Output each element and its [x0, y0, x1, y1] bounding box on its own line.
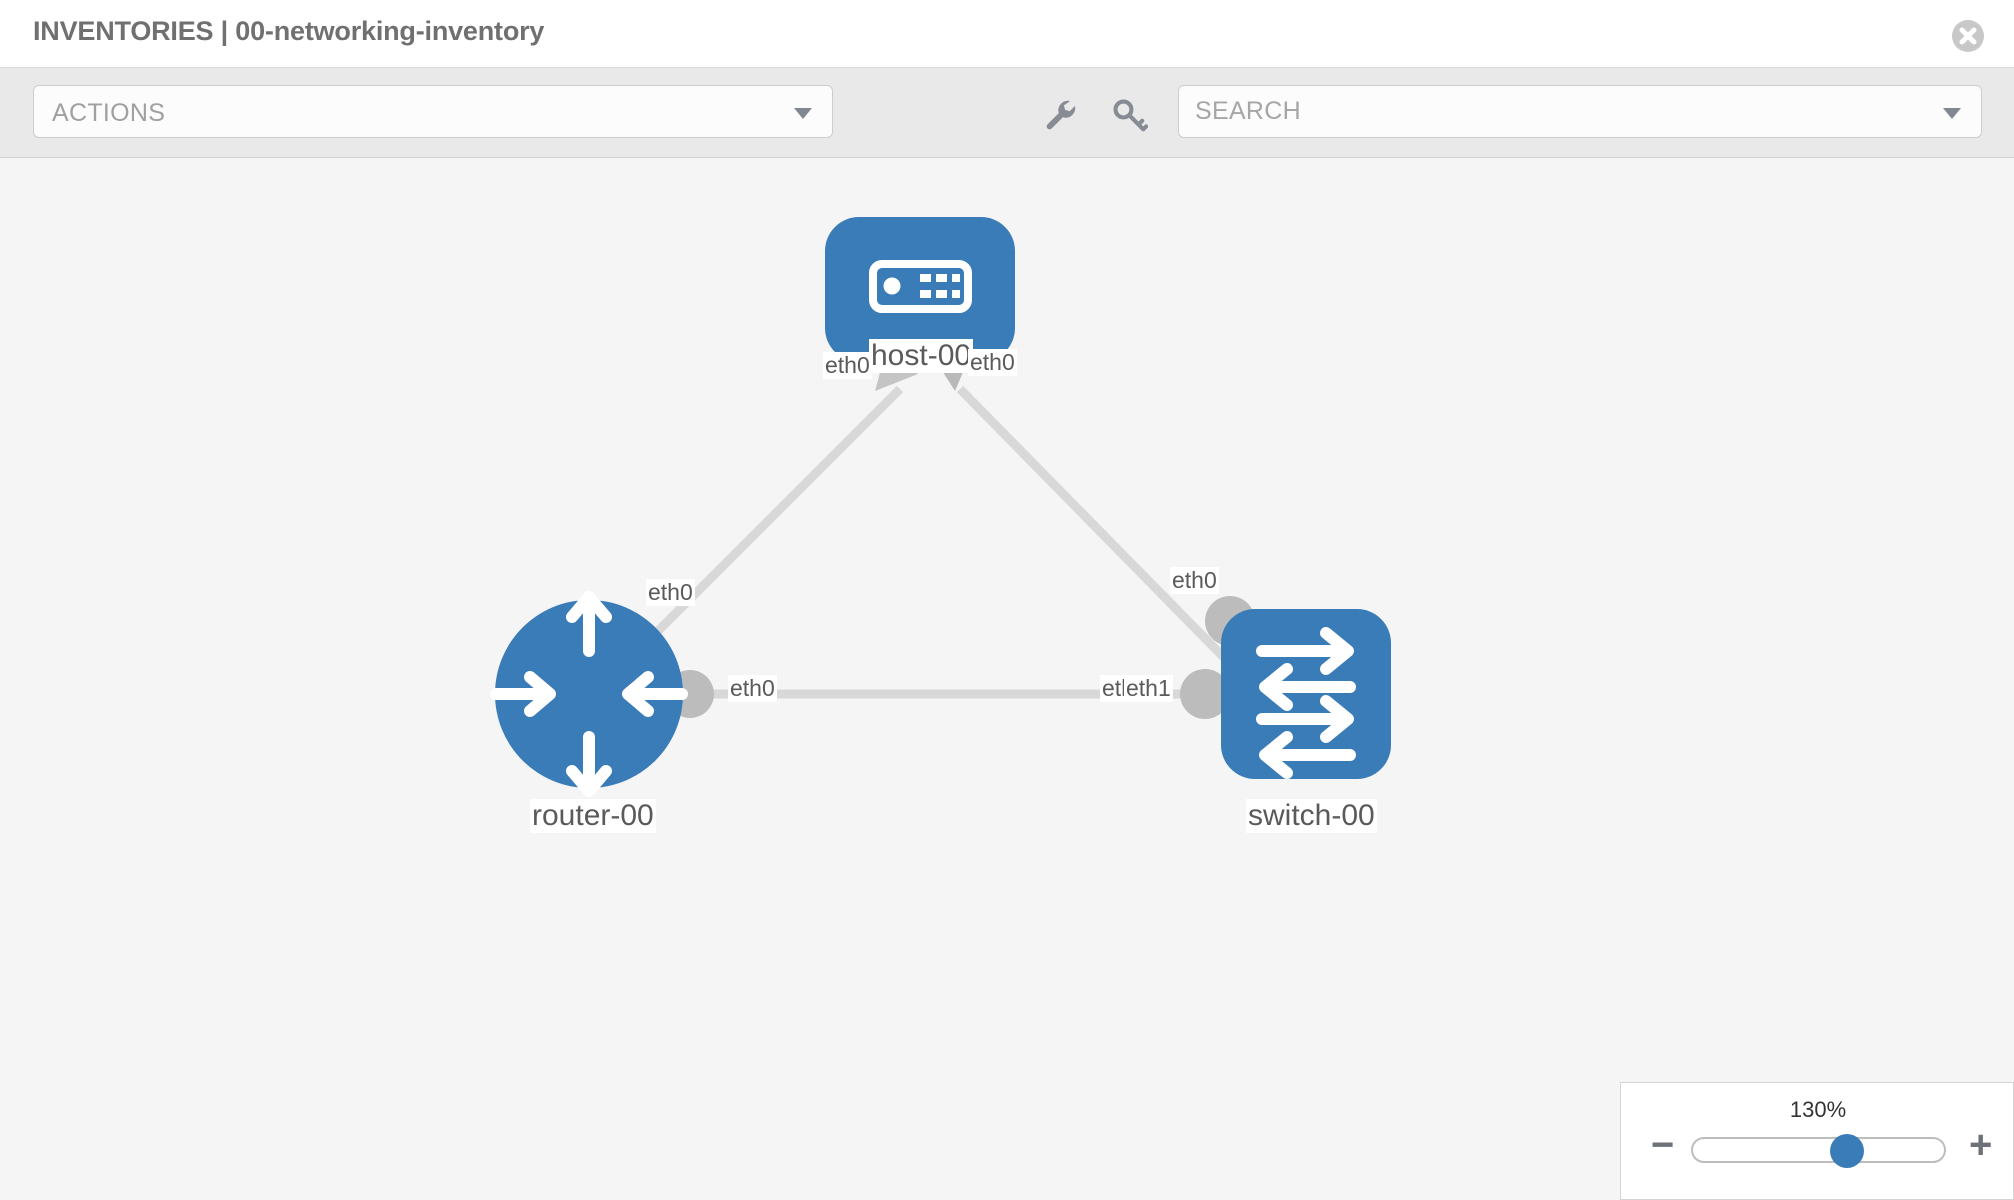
topology-canvas[interactable]: eth0 host-00 eth0 eth0 eth0 router-00 et…	[0, 159, 2014, 1200]
router-arrows-icon	[490, 591, 688, 797]
iface-label-switch-up: eth0	[1170, 567, 1219, 594]
zoom-slider-thumb[interactable]	[1829, 1134, 1864, 1168]
toolbar: ACTIONS	[0, 68, 2014, 158]
node-router-00-shape[interactable]	[495, 600, 683, 788]
actions-dropdown[interactable]: ACTIONS	[33, 85, 833, 138]
zoom-control-panel: 130% − +	[1620, 1082, 2014, 1200]
graph-links	[596, 385, 1249, 699]
link-host-switch[interactable]	[956, 385, 1249, 683]
zoom-slider-track[interactable]	[1691, 1134, 1946, 1168]
page-title: INVENTORIES | 00-networking-inventory	[33, 16, 545, 46]
close-icon[interactable]	[1952, 20, 1984, 52]
zoom-in-button[interactable]: +	[1969, 1123, 1993, 1167]
zoom-out-button[interactable]: −	[1651, 1123, 1675, 1167]
switch-arrows-icon	[1256, 627, 1356, 779]
iface-label-switch-left: eth1	[1124, 675, 1173, 702]
iface-label-router-up: eth0	[646, 579, 695, 606]
chevron-down-icon	[794, 108, 812, 119]
page-header: INVENTORIES | 00-networking-inventory	[0, 0, 2014, 68]
chevron-down-icon[interactable]	[1943, 108, 1961, 119]
iface-label-router-right: eth0	[728, 675, 777, 702]
topology-graph	[490, 217, 1391, 797]
search-input[interactable]	[1195, 86, 1895, 137]
key-icon[interactable]	[1110, 96, 1149, 134]
iface-label-host-left: eth0	[823, 352, 872, 379]
search-field[interactable]	[1178, 85, 1982, 138]
actions-dropdown-label: ACTIONS	[52, 99, 166, 127]
wrench-icon[interactable]	[1042, 96, 1080, 134]
iface-label-host-right: eth0	[968, 349, 1017, 376]
zoom-level-value: 130%	[1789, 1097, 1847, 1122]
connector-switch-left[interactable]	[1180, 669, 1230, 719]
node-label-router-00: router-00	[530, 799, 656, 833]
node-host-00[interactable]	[825, 217, 1015, 362]
node-switch-00[interactable]	[1221, 609, 1391, 779]
server-icon	[869, 260, 972, 313]
node-host-00-shape[interactable]	[825, 217, 1015, 362]
node-label-switch-00: switch-00	[1246, 799, 1377, 833]
node-router-00[interactable]	[490, 591, 688, 797]
node-label-host-00: host-00	[869, 339, 974, 373]
